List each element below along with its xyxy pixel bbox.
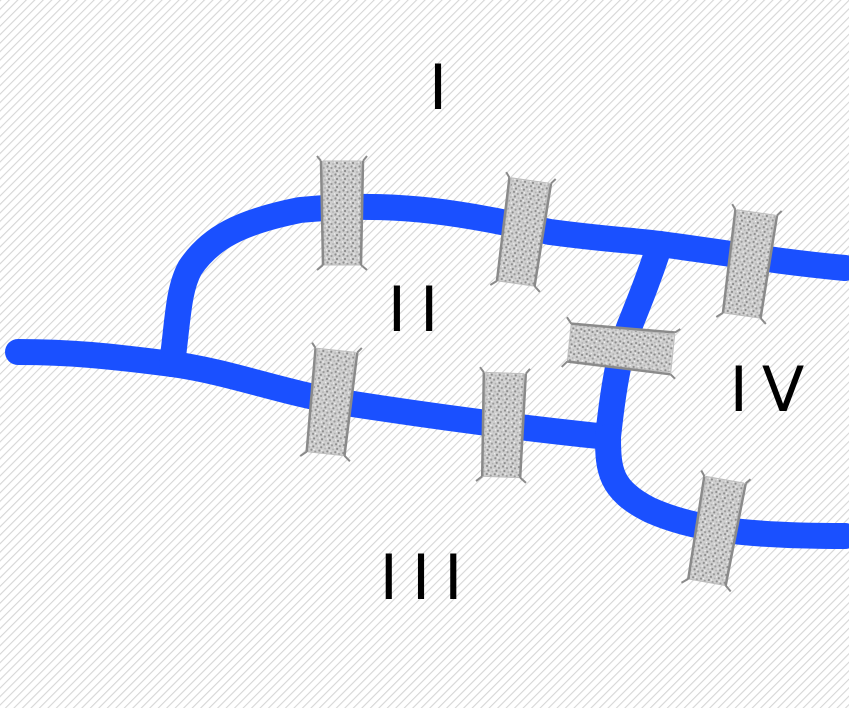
- region-label-1: I: [428, 51, 462, 124]
- bridges: [299, 155, 783, 593]
- river-connector: [595, 231, 673, 450]
- river-lower-right: [595, 424, 849, 549]
- bridge-6: [561, 316, 681, 380]
- bridge-3: [715, 203, 783, 325]
- bridge-2: [489, 171, 557, 293]
- region-label-3: III: [379, 541, 477, 614]
- bridge-4: [299, 342, 363, 462]
- bridge-5: [475, 366, 531, 484]
- region-label-4: IV: [729, 353, 819, 426]
- region-label-2: II: [387, 273, 453, 346]
- river-fork-upper: [159, 193, 849, 377]
- bridge-7: [680, 470, 752, 593]
- bridge-1: [316, 155, 368, 271]
- river-left-branch: [5, 339, 185, 377]
